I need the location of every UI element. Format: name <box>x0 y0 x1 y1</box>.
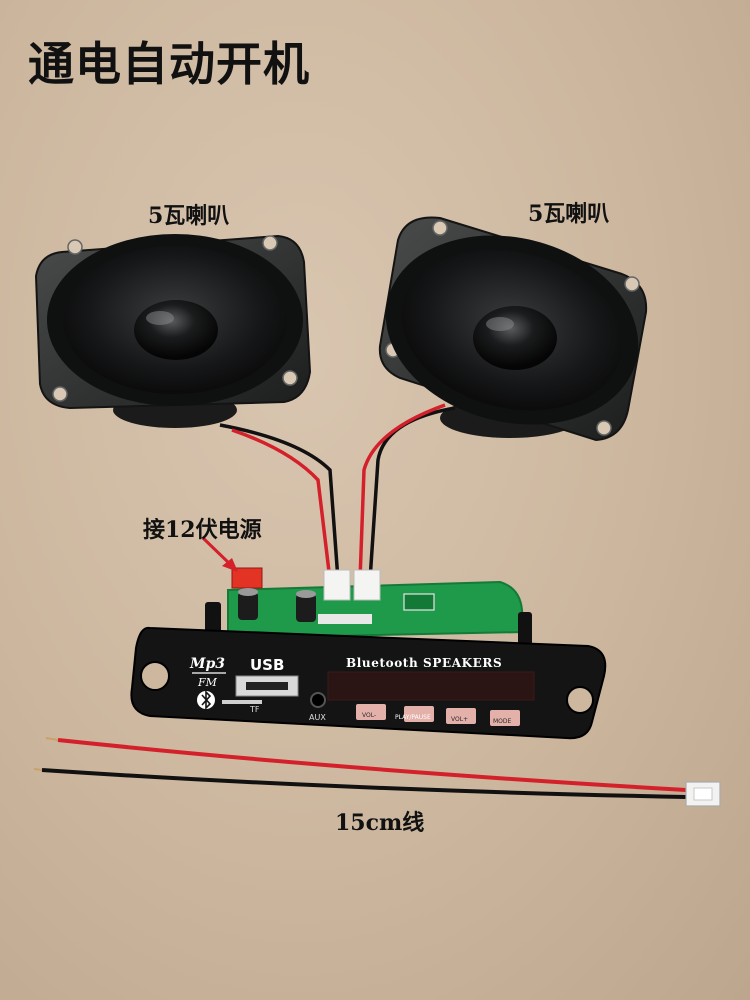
button-label-vol-down: VOL- <box>362 712 376 719</box>
play-pause-button[interactable] <box>404 706 434 722</box>
cable-length-label: 15cm线 <box>335 810 425 836</box>
logo-fm: FM <box>197 676 218 689</box>
button-label-mode: MODE <box>493 718 512 725</box>
power-arrow <box>201 536 238 572</box>
capacitor <box>296 590 316 622</box>
button-label-play-pause: PLAY/PAUSE <box>395 714 431 721</box>
usb-label: USB <box>250 656 284 674</box>
red-power-connector <box>231 567 263 589</box>
logo-mp3: Mp3 <box>189 656 225 672</box>
tf-label: TF <box>249 705 260 714</box>
brand-label: Bluetooth SPEAKERS <box>346 656 502 670</box>
power-cable <box>33 737 721 807</box>
mode-button[interactable] <box>490 710 520 726</box>
left-speaker <box>34 234 312 428</box>
aux-jack[interactable] <box>310 692 326 708</box>
vol-down-button[interactable] <box>356 704 386 720</box>
control-panel: Mp3 FM USB TF AUX Bluetooth SPEAKERS VOL… <box>130 626 607 740</box>
headline-title: 通电自动开机 <box>28 37 310 91</box>
aux-label: AUX <box>309 713 326 722</box>
capacitor <box>238 588 258 620</box>
right-speaker-label: 5瓦喇叭 <box>528 201 610 227</box>
power-label: 接12伏电源 <box>143 517 262 543</box>
right-speaker <box>378 216 648 442</box>
button-label-vol-up: VOL+ <box>451 716 468 723</box>
vol-up-button[interactable] <box>446 708 476 724</box>
speaker-wires <box>219 403 456 581</box>
left-speaker-label: 5瓦喇叭 <box>148 203 230 229</box>
